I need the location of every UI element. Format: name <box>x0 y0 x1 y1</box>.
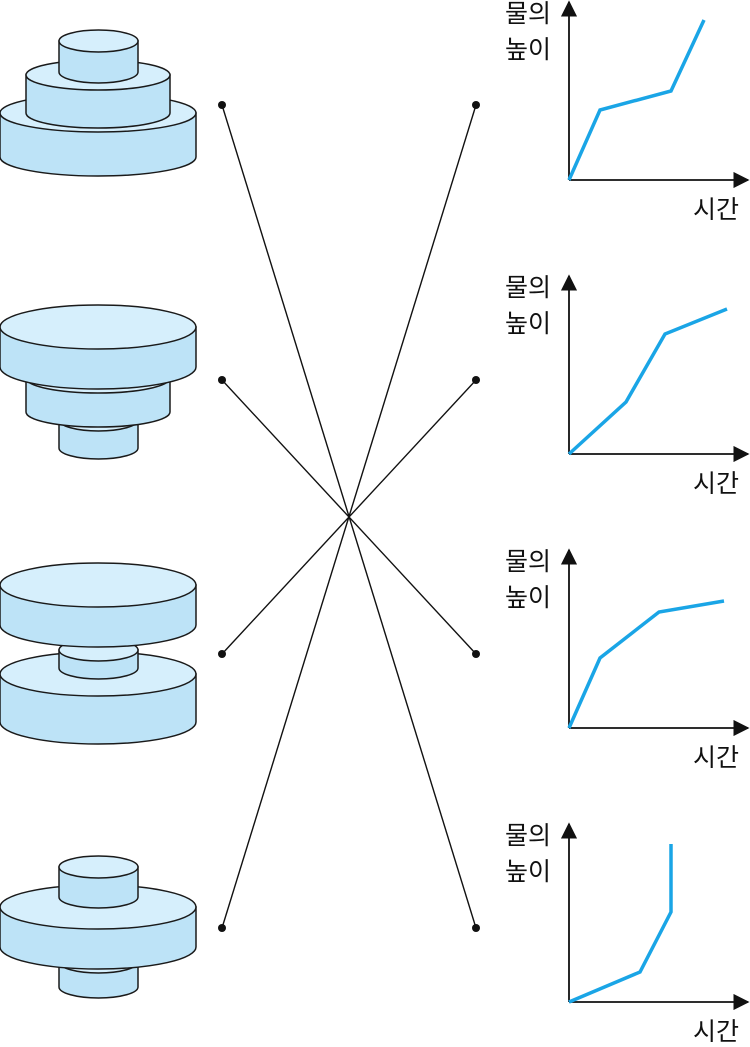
match-line <box>221 104 477 929</box>
x-label: 시간 <box>693 195 739 224</box>
water-height-line <box>567 307 728 456</box>
y-label-line2: 높이 <box>505 583 551 612</box>
x-label: 시간 <box>693 469 739 498</box>
y-label-line2: 높이 <box>505 35 551 64</box>
y-label-line1: 물의 <box>505 273 551 302</box>
x-label: 시간 <box>693 743 739 772</box>
container-narrow-wide-narrow <box>0 855 197 999</box>
cylinder-section <box>58 29 139 84</box>
y-label-line1: 물의 <box>505 821 551 850</box>
container-wide-narrow-wide <box>0 562 197 745</box>
y-label-line1: 물의 <box>505 547 551 576</box>
y-label-line1: 물의 <box>505 0 551 28</box>
cylinder-section <box>0 884 197 970</box>
cylinder-section <box>58 855 139 909</box>
water-height-line <box>567 19 706 181</box>
water-height-line <box>568 844 673 1004</box>
cylinder-section <box>0 562 197 648</box>
container-stacked-narrowing-down <box>0 304 197 460</box>
y-label-line2: 높이 <box>505 309 551 338</box>
x-label: 시간 <box>693 1017 739 1046</box>
y-label-line2: 높이 <box>505 857 551 886</box>
water-height-line <box>567 599 725 729</box>
cylinder-section <box>0 304 197 390</box>
container-stacked-narrowing-up <box>0 29 197 177</box>
